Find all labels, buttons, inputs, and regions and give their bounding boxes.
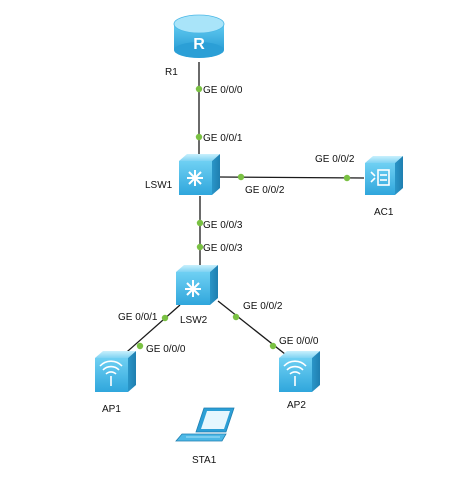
port-label-ap1-ge000: GE 0/0/0 [146, 344, 186, 355]
access-point-icon [279, 351, 320, 392]
port-label-lsw2-ge002: GE 0/0/2 [243, 301, 283, 312]
port-label-ap2-ge000: GE 0/0/0 [279, 336, 319, 347]
switch-icon [179, 154, 220, 195]
device-label-ap1: AP1 [102, 404, 121, 415]
device-label-sta1: STA1 [192, 455, 217, 466]
port-dot-lsw1-ge003[interactable] [196, 219, 204, 227]
port-label-lsw1-ge003: GE 0/0/3 [203, 220, 243, 231]
port-labels: GE 0/0/0 GE 0/0/1 GE 0/0/2 GE 0/0/2 GE 0… [118, 85, 355, 355]
switch-lsw2[interactable]: LSW2 [176, 265, 218, 326]
laptop-icon [175, 407, 235, 442]
port-label-r1-ge000: GE 0/0/0 [203, 85, 243, 96]
port-dot-lsw1-ge001[interactable] [195, 133, 203, 141]
ap-ap1[interactable]: AP1 [95, 351, 136, 415]
router-icon: R [173, 14, 225, 58]
link-lsw2-ap1[interactable] [119, 304, 181, 359]
port-dot-lsw1-ge002[interactable] [237, 173, 245, 181]
port-label-lsw2-ge003: GE 0/0/3 [203, 243, 243, 254]
device-label-ap2: AP2 [287, 400, 306, 411]
port-dot-r1-ge000[interactable] [195, 85, 203, 93]
port-label-lsw1-ge002: GE 0/0/2 [245, 185, 285, 196]
port-dot-ap1-ge000[interactable] [136, 342, 144, 350]
ap-ap2[interactable]: AP2 [279, 351, 320, 411]
access-controller-icon [365, 156, 403, 195]
port-label-lsw1-ge001: GE 0/0/1 [203, 133, 243, 144]
switch-lsw1[interactable]: LSW1 [145, 154, 220, 195]
switch-icon [176, 265, 218, 305]
ac-ac1[interactable]: AC1 [365, 156, 403, 218]
link-lsw2-ap2[interactable] [217, 300, 291, 359]
station-sta1[interactable]: STA1 [175, 407, 235, 466]
router-r1[interactable]: R R1 [165, 14, 225, 78]
svg-text:R: R [193, 36, 205, 53]
port-dot-lsw2-ge002[interactable] [232, 313, 240, 321]
port-dot-lsw2-ge003[interactable] [196, 243, 204, 251]
port-dots [136, 85, 351, 350]
port-dot-ap2-ge000[interactable] [269, 342, 277, 350]
port-label-ac1-ge002: GE 0/0/2 [315, 154, 355, 165]
port-dot-lsw2-ge001[interactable] [161, 314, 169, 322]
port-dot-ac1-ge002[interactable] [343, 174, 351, 182]
device-label-lsw1: LSW1 [145, 180, 173, 191]
device-label-lsw2: LSW2 [180, 315, 208, 326]
device-label-ac1: AC1 [374, 207, 394, 218]
device-label-r1: R1 [165, 67, 178, 78]
port-label-lsw2-ge001: GE 0/0/1 [118, 312, 158, 323]
access-point-icon [95, 351, 136, 392]
